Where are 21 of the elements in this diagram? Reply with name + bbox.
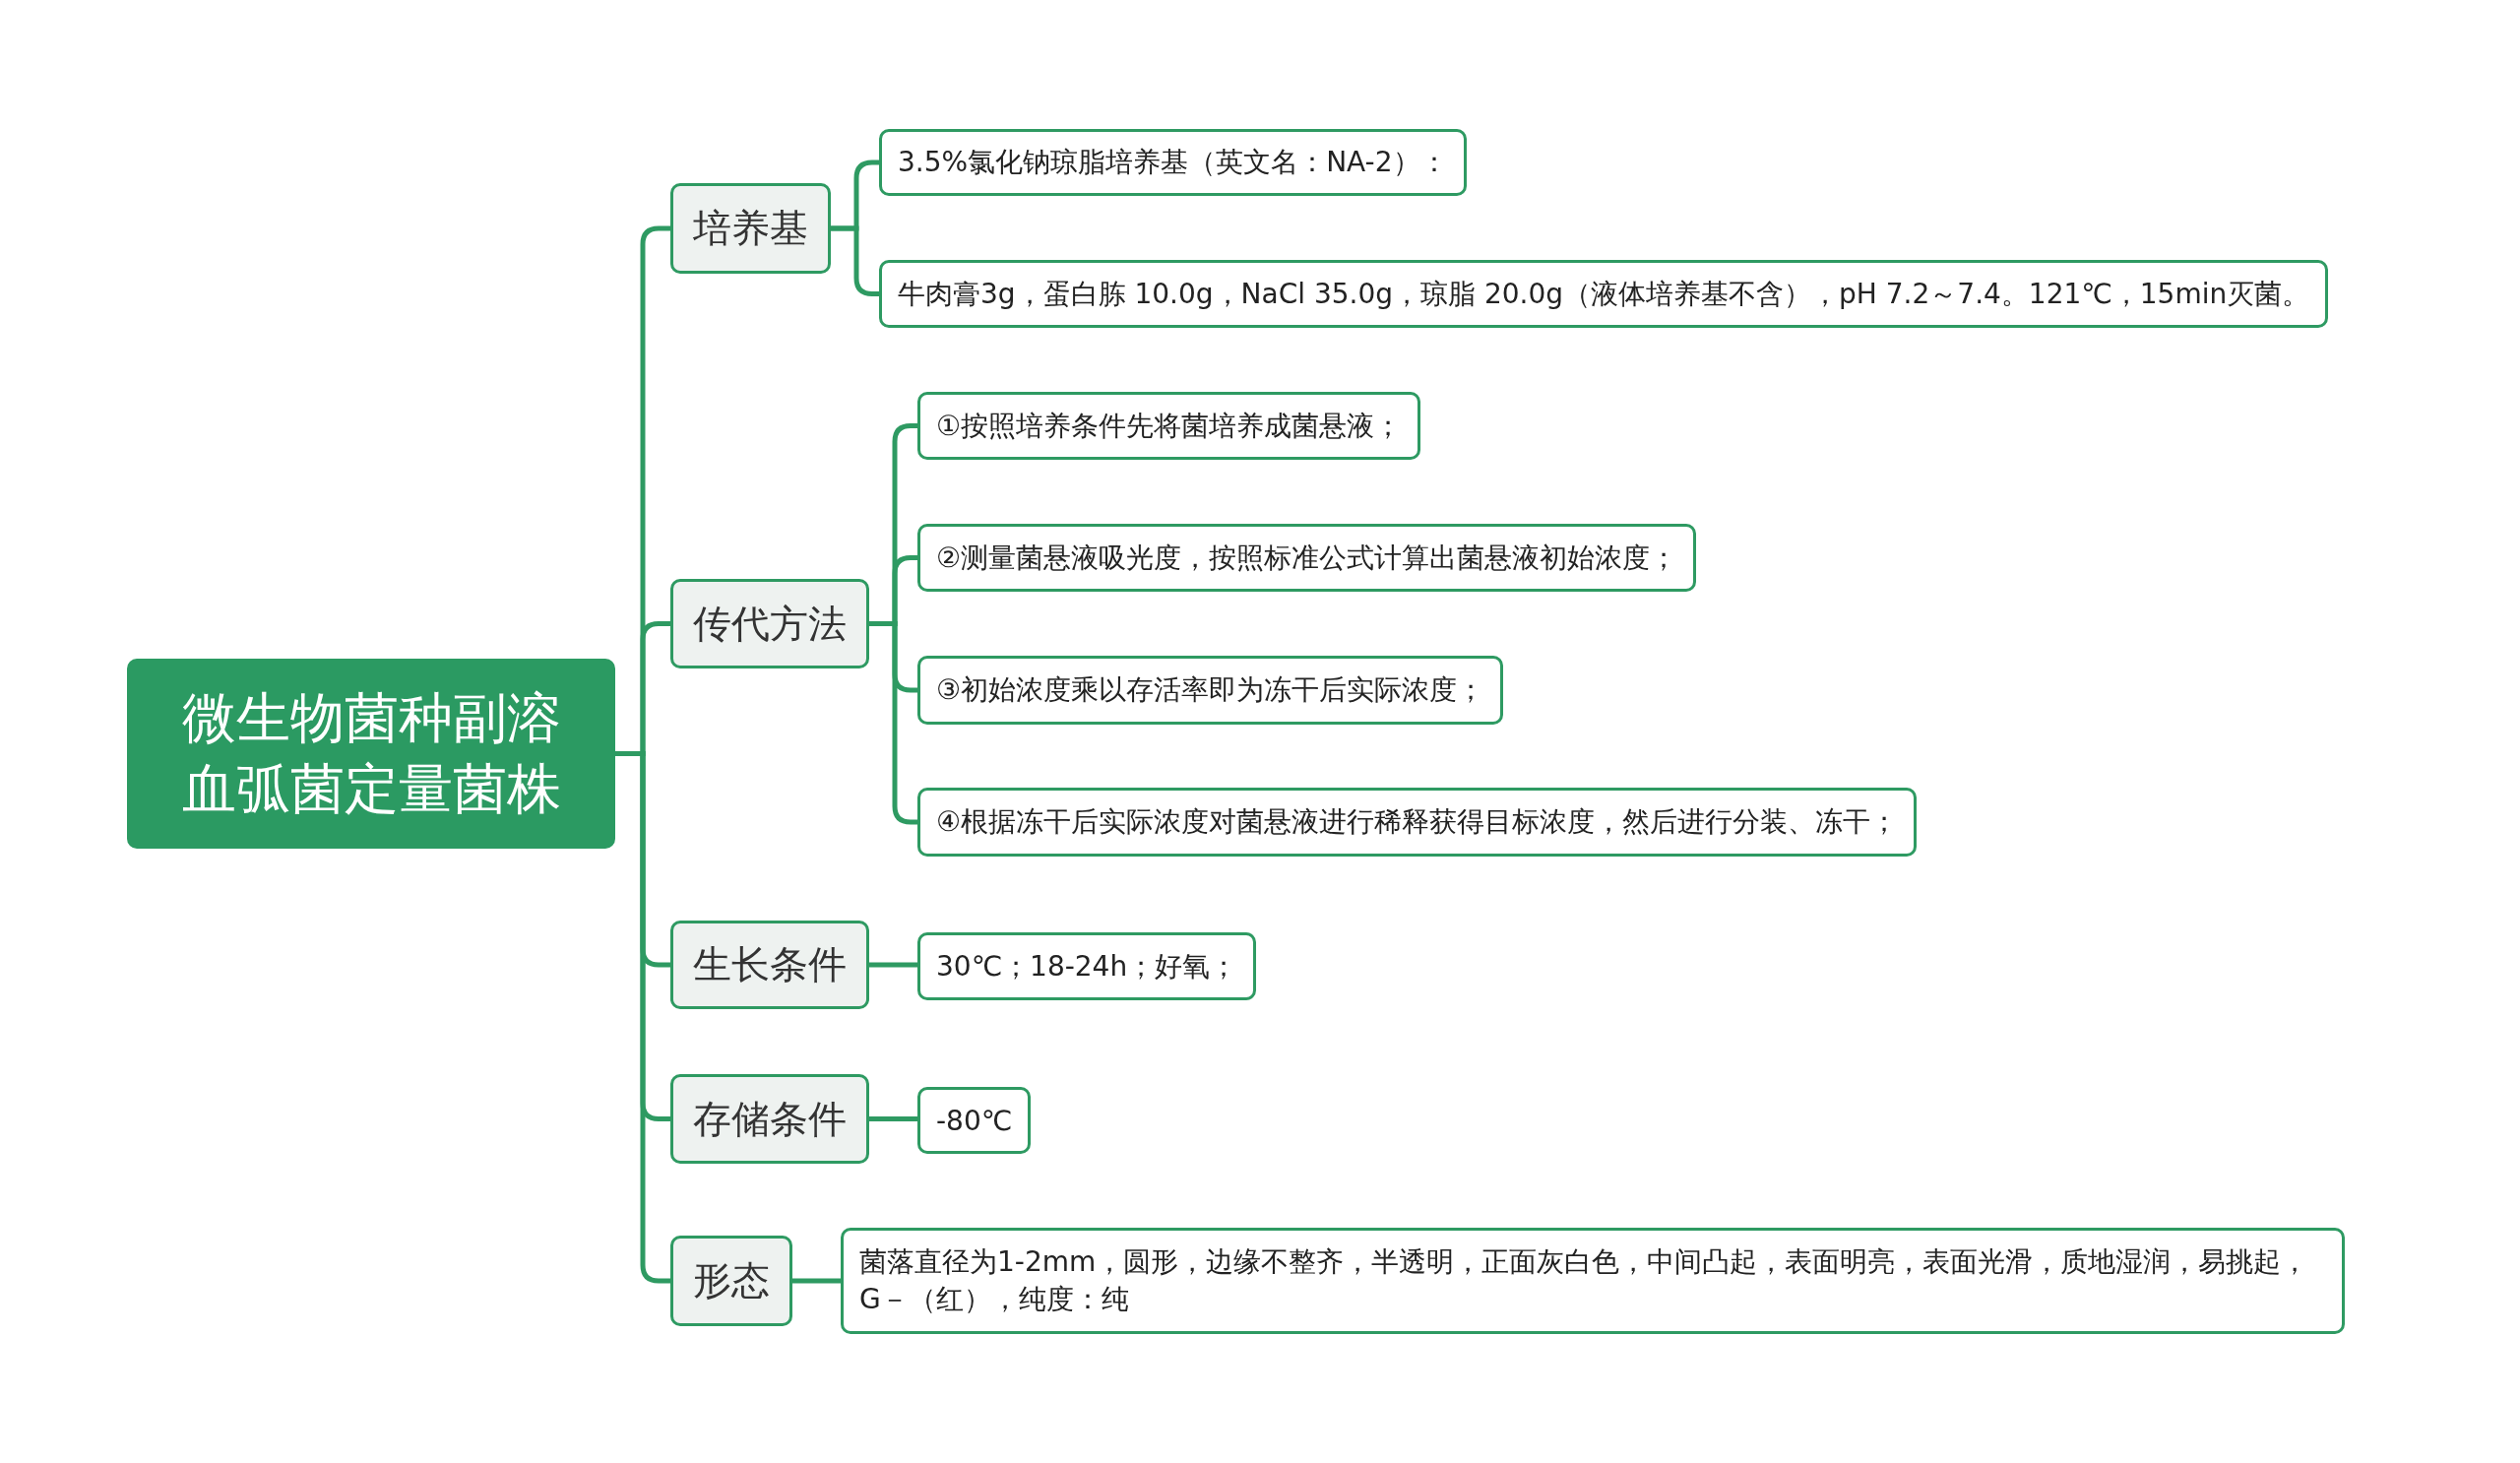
branch-topic-box: 形态 [670,1236,792,1326]
connector-line [869,621,917,825]
subtopic-box: ③初始浓度乘以存活率即为冻干后实际浓度； [917,656,1504,725]
branch-topic-box: 生长条件 [670,921,869,1009]
connector-line [869,1116,917,1121]
subtopic-box: ①按照培养条件先将菌培养成菌悬液； [917,392,1421,460]
connector-line [615,751,670,1284]
branch-topic-box: 存储条件 [670,1074,869,1164]
subtopic-box: 牛肉膏3g，蛋白胨 10.0g，NaCl 35.0g，琼脂 20.0g（液体培养基不含），pH 7.2～7.4。121℃，15min灭菌。 [879,260,2329,328]
subtopic-box: 30℃；18-24h；好氧； [917,932,1257,1000]
connector-line [869,962,917,968]
subtopic-box: -80℃ [917,1087,1032,1154]
branch-topic-box: 培养基 [670,183,831,274]
central-topic-box: 微生物菌种副溶血弧菌定量菌株 [127,659,615,849]
connector-line [792,1278,841,1284]
subtopic-box: 菌落直径为1-2mm，圆形，边缘不整齐，半透明，正面灰白色，中间凸起，表面明亮，表面光滑，质地湿润，易挑起，G－（红），纯度：纯 [841,1228,2345,1334]
branch-topic-box: 传代方法 [670,579,869,668]
subtopic-box: ②测量菌悬液吸光度，按照标准公式计算出菌悬液初始浓度； [917,524,1697,592]
connector-line [831,225,879,296]
subtopic-box: 3.5%氯化钠琼脂培养基（英文名：NA-2）： [879,129,1467,196]
subtopic-box: ④根据冻干后实际浓度对菌悬液进行稀释获得目标浓度，然后进行分装、冻干； [917,788,1918,857]
